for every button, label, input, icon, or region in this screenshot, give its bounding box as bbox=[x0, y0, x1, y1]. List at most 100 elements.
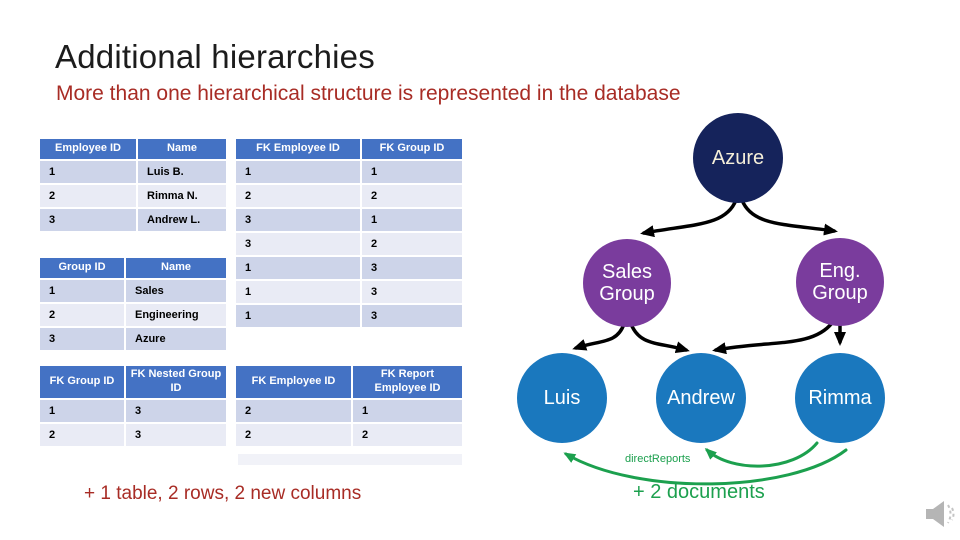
edge-azure-eng bbox=[740, 198, 838, 236]
sound-wave-icon bbox=[947, 504, 952, 524]
header-cell: FK Employee ID bbox=[236, 139, 360, 159]
table-cell: Luis B. bbox=[138, 161, 226, 183]
table-cell: 1 bbox=[40, 161, 136, 183]
table-cell: 2 bbox=[40, 185, 136, 207]
table-cell: 3 bbox=[40, 209, 136, 231]
table-cell: 3 bbox=[236, 233, 360, 255]
direct-reports-label: directReports bbox=[625, 453, 691, 465]
table-cell: 1 bbox=[236, 305, 360, 327]
header-cell: FK Nested Group ID bbox=[126, 366, 226, 398]
table-cell: Engineering bbox=[126, 304, 226, 326]
page-title: Additional hierarchies bbox=[55, 38, 375, 75]
node-label: Eng. Group bbox=[812, 260, 868, 304]
annotation-tables: + 1 table, 2 rows, 2 new columns bbox=[84, 483, 362, 504]
audio-speaker-icon[interactable] bbox=[920, 498, 960, 532]
edge-eng-andrew bbox=[712, 321, 834, 355]
table-cell: 1 bbox=[40, 399, 124, 422]
page-subtitle: More than one hierarchical structure is … bbox=[56, 82, 681, 105]
header-cell: Name bbox=[138, 139, 226, 159]
edge-sales-luis bbox=[572, 322, 626, 351]
node-label: Luis bbox=[543, 387, 581, 409]
edge-rimma-luis bbox=[563, 448, 848, 486]
table-cell: 3 bbox=[362, 257, 462, 279]
table-cell: 1 bbox=[353, 399, 462, 422]
table-cell: 3 bbox=[362, 281, 462, 303]
table-cell: 1 bbox=[236, 281, 360, 303]
table-cell: 3 bbox=[126, 423, 226, 446]
node-label: Rimma bbox=[808, 387, 872, 409]
edge-sales-andrew bbox=[629, 322, 690, 354]
table-cell: 2 bbox=[362, 233, 462, 255]
table-cell: 2 bbox=[236, 399, 351, 422]
speaker-box bbox=[926, 509, 933, 519]
table-cell: 1 bbox=[40, 280, 124, 302]
header-cell: FK Employee ID bbox=[236, 366, 351, 398]
sound-wave-icon bbox=[951, 507, 955, 521]
table-cell: 2 bbox=[40, 423, 124, 446]
edge-azure-sales bbox=[640, 198, 738, 238]
table-cell: 1 bbox=[362, 161, 462, 183]
annotation-documents: + 2 documents bbox=[633, 481, 765, 503]
node-andrew: Andrew bbox=[656, 353, 746, 443]
header-cell: FK Group ID bbox=[362, 139, 462, 159]
node-sales-group: Sales Group bbox=[583, 239, 671, 327]
edge-rimma-andrew bbox=[704, 441, 819, 468]
table-cell: Sales bbox=[126, 280, 226, 302]
header-cell: Employee ID bbox=[40, 139, 136, 159]
table-cell: 2 bbox=[353, 423, 462, 446]
header-cell: Name bbox=[126, 258, 226, 278]
header-cell: FK Group ID bbox=[40, 366, 124, 398]
table-cell: 1 bbox=[362, 209, 462, 231]
node-luis: Luis bbox=[517, 353, 607, 443]
table-cell: 2 bbox=[236, 423, 351, 446]
node-azure: Azure bbox=[693, 113, 783, 203]
table-cell: 2 bbox=[362, 185, 462, 207]
table-shadow bbox=[238, 454, 462, 465]
node-eng-group: Eng. Group bbox=[796, 238, 884, 326]
table-cell: 2 bbox=[236, 185, 360, 207]
node-label: Sales Group bbox=[599, 261, 655, 305]
table-cell: 2 bbox=[40, 304, 124, 326]
node-rimma: Rimma bbox=[795, 353, 885, 443]
table-cell: 1 bbox=[236, 161, 360, 183]
table-cell: 3 bbox=[236, 209, 360, 231]
table-cell: 3 bbox=[40, 328, 124, 350]
table-cell: Rimma N. bbox=[138, 185, 226, 207]
table-cell: Azure bbox=[126, 328, 226, 350]
table-cell: 1 bbox=[236, 257, 360, 279]
speaker-cone bbox=[933, 501, 944, 527]
node-label: Azure bbox=[711, 147, 765, 169]
header-cell: Group ID bbox=[40, 258, 124, 278]
table-cell: Andrew L. bbox=[138, 209, 226, 231]
table-cell: 3 bbox=[362, 305, 462, 327]
table-cell: 3 bbox=[126, 399, 226, 422]
header-cell: FK Report Employee ID bbox=[353, 366, 462, 398]
node-label: Andrew bbox=[667, 387, 735, 409]
